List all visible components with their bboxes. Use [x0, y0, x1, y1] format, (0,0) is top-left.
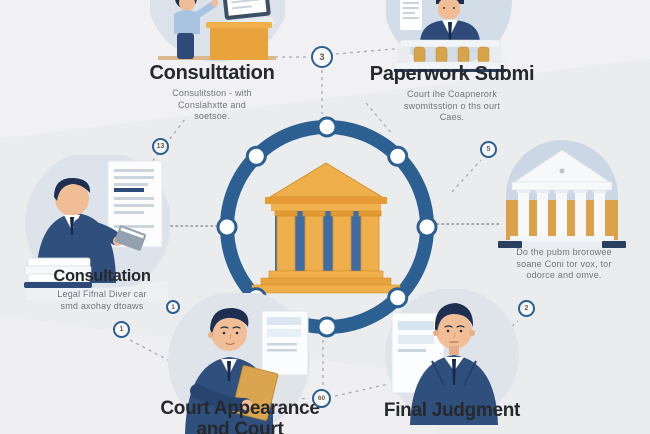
man-holding-folder-icon [167, 293, 312, 434]
step-number-badge: 5 [480, 141, 497, 158]
courthouse-building-icon [498, 138, 630, 248]
clerk-behind-bench-icon [386, 0, 514, 72]
step-number-badge: 1 [166, 300, 180, 314]
lawyer-with-documents-icon [20, 155, 170, 300]
step-description: Do the pubm brorowee soane Coni tor vox,… [516, 247, 612, 280]
step-title: Consulttation [149, 62, 275, 84]
step-number-badge: 1 [113, 321, 130, 338]
step-title-line2: and Court [196, 419, 284, 434]
courthouse-ring-icon [216, 116, 438, 338]
consultant-at-podium-icon [150, 0, 285, 62]
step-number-badge: 60 [312, 389, 331, 408]
step-description: Consulitstion - with Conslahxtte and soe… [172, 88, 252, 121]
step-number-badge: 13 [152, 138, 169, 155]
step-number-badge: 2 [518, 300, 535, 317]
step-title: Consultation [53, 267, 151, 285]
center-emblem [207, 107, 447, 347]
step-description: Legal Fifnal Diver car smd axohay dtoaws [57, 289, 147, 311]
man-after-judgment-icon [384, 289, 522, 425]
ring-node-icons [216, 116, 438, 338]
step-title: Final Judgment [383, 400, 521, 421]
courthouse-icon [251, 162, 401, 294]
step-description: Court ihe Coapnerork swomitsstion o ths … [403, 89, 501, 122]
step-number-badge: 3 [311, 46, 333, 68]
step-title: Paperwork Submi [369, 63, 535, 85]
step-title: Court Appearance [160, 398, 320, 419]
